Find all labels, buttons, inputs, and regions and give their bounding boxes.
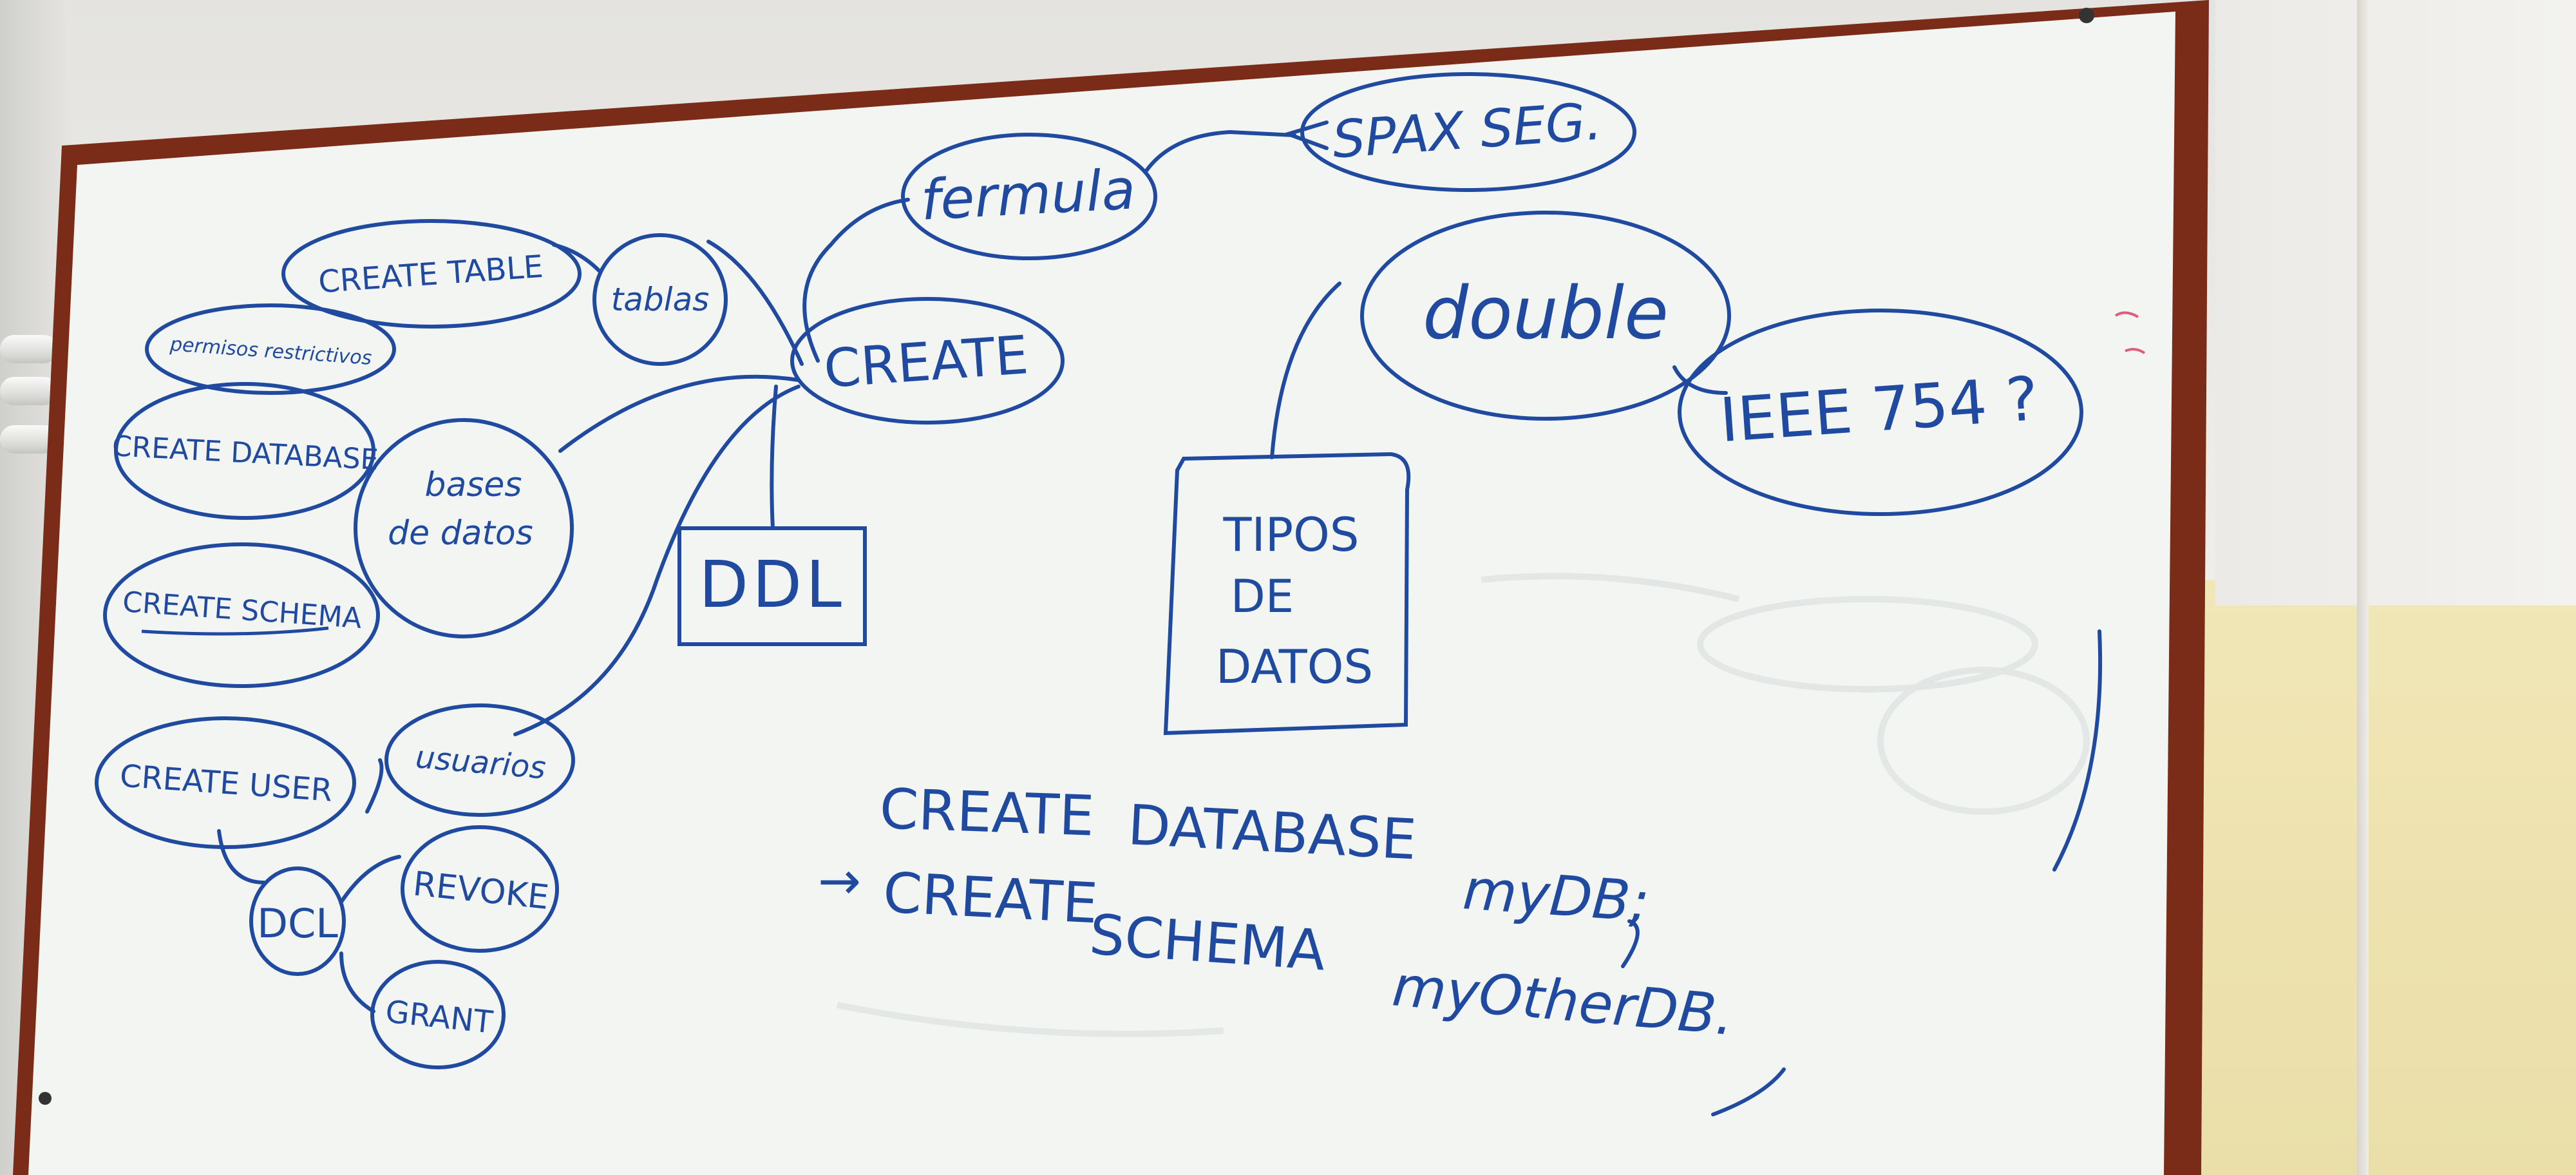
label-formula: fermula <box>919 157 1137 233</box>
sql-notes: CREATE DATABASE myDB; → CREATE SCHEMA my… <box>818 777 1736 1048</box>
pipe <box>0 377 58 405</box>
oval-dcl <box>249 866 346 976</box>
oval-create-table <box>281 219 582 329</box>
mindmap-labels: fermula SPAX SEG. CREATE TABLE tablas pe… <box>111 91 2041 1041</box>
eraser-smudges <box>837 573 2090 1037</box>
oval-tablas <box>592 233 728 366</box>
label-bases: bases <box>424 466 522 504</box>
oval-formula <box>901 133 1157 260</box>
board-screw <box>39 1092 52 1105</box>
red-marks <box>2114 311 2146 354</box>
pipe <box>0 335 58 363</box>
note-line1-mydb: myDB; <box>1461 857 1651 935</box>
wall-corner <box>2357 0 2369 1175</box>
label-double: double <box>1423 272 1669 356</box>
label-ddl: DDL <box>699 547 846 622</box>
wall-right <box>2215 0 2576 606</box>
box-tipos-datos <box>1163 452 1411 736</box>
label-dcl: DCL <box>257 900 338 947</box>
oval-create-schema <box>103 542 380 688</box>
oval-revoke <box>401 825 559 953</box>
label-de: DE <box>1231 570 1294 623</box>
mindmap-connectors <box>217 120 2103 1116</box>
oval-double <box>1360 211 1731 421</box>
board-surface <box>28 12 2175 1175</box>
oval-grant <box>370 960 506 1069</box>
oval-create-database <box>114 382 375 520</box>
box-ddl <box>677 526 867 646</box>
note-line2-create: CREATE <box>882 861 1099 936</box>
oval-bases-datos <box>354 418 574 638</box>
oval-create-user <box>95 716 356 849</box>
label-datos: DATOS <box>1216 640 1373 694</box>
label-tipos: TIPOS <box>1222 508 1359 562</box>
oval-usuarios <box>384 703 575 817</box>
label-tablas: tablas <box>611 281 710 318</box>
note-line1-create: CREATE <box>878 777 1095 849</box>
label-create: CREATE <box>822 325 1030 400</box>
label-de-datos: de datos <box>388 514 533 553</box>
board-screw <box>2079 8 2094 23</box>
oval-permisos <box>145 303 396 395</box>
oval-create <box>790 297 1065 425</box>
note-line1-database: DATABASE <box>1126 793 1418 872</box>
oval-ieee <box>1678 309 2083 516</box>
mindmap-shapes <box>95 72 2083 1069</box>
underline-schema <box>141 626 329 636</box>
note-arrow: → <box>818 851 861 911</box>
oval-spax-seg <box>1300 72 1636 192</box>
